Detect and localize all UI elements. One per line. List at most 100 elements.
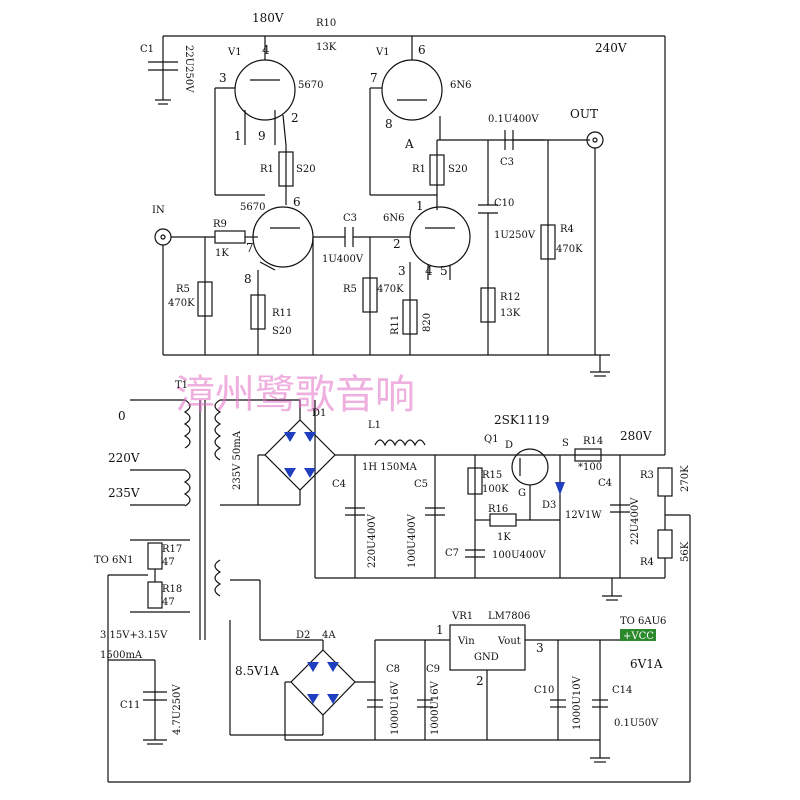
label-pin8b: 8 — [385, 117, 393, 131]
label-out: OUT — [570, 107, 598, 121]
label-sec: 235V 50mA — [232, 430, 243, 490]
label-c5: C5 — [414, 479, 428, 490]
label-d3-val: 12V1W — [565, 510, 602, 521]
label-vout: Vout — [497, 636, 521, 647]
label-v1a: V1 — [227, 47, 242, 58]
label-fil: 3.15V+3.15V — [100, 630, 168, 641]
label-r5b: R5 — [343, 284, 357, 295]
label-r11b: R11 — [390, 315, 401, 335]
label-d1: D1 — [312, 408, 326, 419]
label-r10-val: 13K — [316, 42, 337, 53]
diode-symbols — [284, 432, 565, 704]
label-pin6b: 6 — [418, 43, 426, 57]
label-q1-d: D — [505, 440, 513, 451]
label-sec2: 8.5V1A — [235, 664, 279, 678]
label-r4b: R4 — [640, 557, 654, 568]
label-r9: R9 — [213, 219, 227, 230]
label-r4a: R4 — [560, 224, 574, 235]
label-r11a: R11 — [272, 308, 292, 319]
label-q1-g: G — [518, 488, 526, 499]
label-r18: R18 — [162, 584, 182, 595]
label-vin: Vin — [457, 636, 475, 647]
label-pin8c: 8 — [244, 272, 252, 286]
label-c14: C14 — [612, 685, 632, 696]
label-pin2: 2 — [291, 111, 299, 125]
label-pin7b: 7 — [370, 71, 378, 85]
label-c10b: C10 — [534, 685, 554, 696]
label-r1a: R1 — [260, 164, 274, 175]
label-c14-val: 0.1U50V — [614, 718, 659, 729]
label-r9-val: 1K — [215, 248, 229, 259]
label-r3: R3 — [640, 470, 654, 481]
label-pin4: 4 — [262, 43, 270, 57]
label-pin2d: 2 — [393, 237, 401, 251]
label-r17-val: 47 — [162, 557, 175, 568]
label-to6au6: TO 6AU6 — [620, 616, 666, 627]
label-240v: 240V — [595, 41, 627, 55]
label-pin4d: 4 — [425, 264, 433, 278]
label-r3-val: 270K — [680, 465, 691, 492]
label-d2: D2 — [296, 630, 310, 641]
label-vcc: +VCC — [623, 631, 654, 642]
label-c7-val: 100U400V — [492, 550, 547, 561]
label-gnd: GND — [474, 652, 499, 663]
label-r11b-val: 820 — [422, 313, 433, 332]
label-280v: 280V — [620, 429, 652, 443]
label-r15-val: 100K — [482, 484, 509, 495]
label-c11-val: 4.7U250V — [172, 684, 183, 735]
label-r4a-val: 470K — [556, 244, 583, 255]
label-pinA: A — [404, 137, 414, 151]
label-pin1: 1 — [234, 129, 242, 143]
label-vr1-type: LM7806 — [488, 611, 530, 622]
label-pin9: 9 — [258, 129, 266, 143]
label-r1a-val: S20 — [296, 164, 316, 175]
label-c9-val: 1000U16V — [430, 680, 441, 735]
label-v1b: V1 — [375, 47, 390, 58]
label-c3top-val: 0.1U400V — [488, 114, 539, 125]
label-pin3: 3 — [219, 71, 227, 85]
label-r1b-val: S20 — [448, 164, 468, 175]
label-r5b-val: 470K — [377, 284, 404, 295]
label-r14a: R14 — [583, 436, 603, 447]
label-vr-p3: 3 — [536, 641, 544, 655]
label-tap235: 235V — [108, 486, 140, 500]
labels: 180V R10 13K 240V C1 22U250V V1 5670 4 3… — [94, 11, 691, 735]
label-c3mid: C3 — [343, 213, 357, 224]
label-r16: R16 — [488, 504, 508, 515]
label-c3top: C3 — [500, 157, 514, 168]
label-t1: T1 — [175, 380, 188, 391]
label-q1-type: 2SK1119 — [494, 413, 549, 427]
label-d3: D3 — [542, 500, 556, 511]
label-r15: R15 — [482, 470, 502, 481]
label-c11: C11 — [120, 700, 140, 711]
label-pin7c: 7 — [246, 241, 254, 255]
label-r10: R10 — [316, 18, 336, 29]
label-v1b-type: 6N6 — [450, 80, 471, 91]
label-pin6c: 6 — [293, 195, 301, 209]
label-c4b: C4 — [598, 478, 612, 489]
label-c3mid-val: 1U400V — [322, 254, 364, 265]
label-c5-val: 100U400V — [407, 513, 418, 568]
label-q1-s: S — [562, 438, 569, 449]
label-v1a-type: 5670 — [298, 80, 323, 91]
label-180v: 180V — [252, 11, 284, 25]
label-c8: C8 — [386, 664, 400, 675]
wires — [107, 35, 691, 783]
label-r5a-val: 470K — [168, 298, 195, 309]
label-r14a-val: *100 — [578, 462, 602, 473]
label-c1: C1 — [140, 44, 154, 55]
label-d2-val: 4A — [322, 630, 336, 641]
label-pin1d: 1 — [416, 199, 424, 213]
label-r18-val: 47 — [162, 597, 175, 608]
label-r16-val: 1K — [497, 532, 511, 543]
label-v2b-type: 6N6 — [383, 213, 404, 224]
label-l1-val: 1H 150MA — [362, 462, 418, 473]
label-c4b-val: 22U400V — [630, 497, 641, 545]
label-c7: C7 — [445, 548, 459, 559]
label-pin5d: 5 — [440, 264, 448, 278]
label-in: IN — [152, 205, 165, 216]
label-r12: R12 — [500, 292, 520, 303]
label-vr-p1: 1 — [436, 623, 444, 637]
